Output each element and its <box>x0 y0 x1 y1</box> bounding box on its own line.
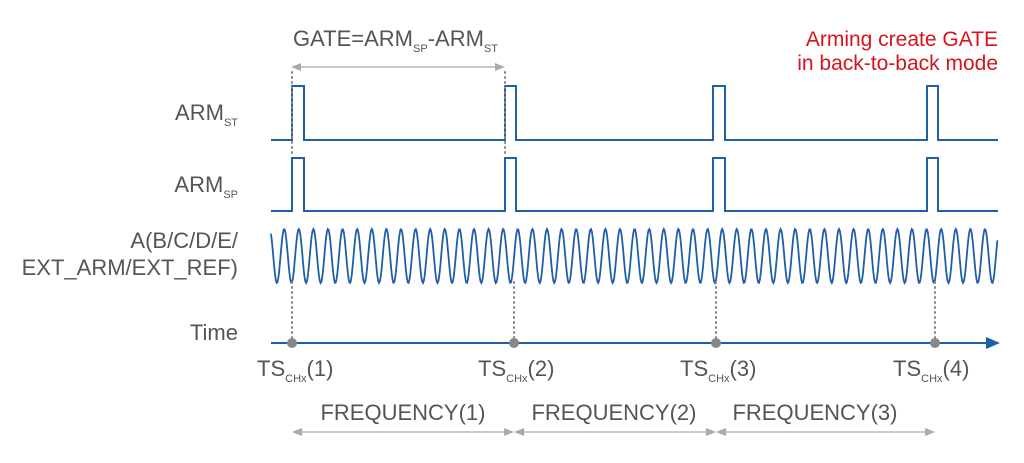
arm-st-signal <box>271 85 998 141</box>
time-label: Time <box>190 320 238 345</box>
timestamp-marker-4 <box>930 338 940 348</box>
frequency-arrow-2 <box>514 428 716 436</box>
frequency-arrow-1 <box>292 428 514 436</box>
gate-formula-prefix: GATE=ARM <box>293 26 413 51</box>
mode-note-line-1: Arming create GATE <box>806 28 998 51</box>
arm-st-label: ARMST <box>175 100 238 129</box>
timestamp-label-3: TSCHx(3) <box>680 356 756 385</box>
arm-sp-label-sub: SP <box>223 189 238 201</box>
gate-formula-sub-st: ST <box>484 43 498 55</box>
arm-st-label-sub: ST <box>224 117 238 129</box>
frequency-arrow-3 <box>716 428 935 436</box>
timestamp-label-1: TSCHx(1) <box>257 356 333 385</box>
timestamp-label-2: TSCHx(2) <box>478 356 554 385</box>
frequency-label-3: FREQUENCY(3) <box>732 400 897 425</box>
gate-formula-sub-sp: SP <box>413 43 428 55</box>
arm-st-label-base: ARM <box>175 100 224 125</box>
mode-note-line-2: in back-to-back mode <box>797 52 998 75</box>
time-axis <box>271 337 1000 349</box>
gate-dimension-arrow <box>291 63 505 71</box>
arm-sp-label-base: ARM <box>174 172 223 197</box>
input-label-line-1: A(B/C/D/E/ <box>130 228 238 253</box>
gate-formula-mid: -ARM <box>428 26 484 51</box>
input-label-line-2: EXT_ARM/EXT_REF) <box>22 255 238 280</box>
timestamp-marker-3 <box>711 338 721 348</box>
frequency-label-2: FREQUENCY(2) <box>531 400 696 425</box>
timestamp-label-4: TSCHx(4) <box>893 356 969 385</box>
timestamp-marker-1 <box>287 338 297 348</box>
timestamp-marker-2 <box>509 338 519 348</box>
input-signal-wave <box>270 226 999 285</box>
arm-sp-label: ARMSP <box>174 172 238 201</box>
frequency-label-1: FREQUENCY(1) <box>320 400 485 425</box>
gate-formula: GATE=ARMSP-ARMST <box>293 26 498 55</box>
arm-sp-signal <box>271 157 998 212</box>
